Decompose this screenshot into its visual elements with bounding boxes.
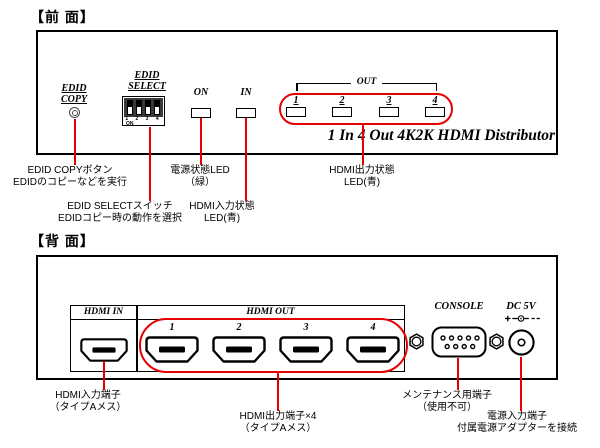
power-led-label: ON xyxy=(193,87,209,98)
edid-copy-button-center xyxy=(71,109,78,116)
callout-hdmi-in: HDMI入力端子 （タイプAメス） xyxy=(49,390,127,413)
hex-nut-icon xyxy=(409,333,424,350)
dip-slider-3 xyxy=(145,100,151,115)
hdmi-out-header: HDMI OUT xyxy=(246,306,295,317)
edid-copy-button xyxy=(69,107,80,118)
callout-line-hdmi-out xyxy=(277,372,279,411)
dip-switch-body xyxy=(124,98,163,117)
dc-polarity-icon xyxy=(505,315,540,322)
callout-line-edid-select xyxy=(149,127,151,201)
callout-power-in: 電源入力端子 付属電源アダプターを接続 xyxy=(457,411,577,434)
callout-edid-copy: EDID COPYボタン EDIDのコピーなどを実行 xyxy=(13,165,127,188)
edid-select-dip-switch: 1 2 3 4 ON xyxy=(122,96,165,127)
hex-nut-icon xyxy=(489,333,504,350)
dc-power-jack xyxy=(508,329,535,356)
hdmi-in-header: HDMI IN xyxy=(83,306,124,317)
out-bracket: OUT xyxy=(296,77,437,91)
dip-slider-1 xyxy=(127,100,133,115)
callout-output-led: HDMI出力状態 LED(青) xyxy=(329,165,395,188)
hdmi-in-port xyxy=(80,338,128,362)
edid-copy-label: EDID COPY xyxy=(60,83,88,105)
console-label: CONSOLE xyxy=(434,301,484,312)
edid-select-label: EDID SELECT xyxy=(128,70,166,92)
dip-on-label: ON xyxy=(126,121,134,127)
out-leds-highlight-ellipse xyxy=(279,93,453,125)
plate-column-divider xyxy=(136,306,138,371)
hdmi-out-highlight-ellipse xyxy=(139,318,408,373)
callout-line-edid-copy xyxy=(74,119,76,165)
back-section-label: 【背 面】 xyxy=(30,233,95,249)
input-led xyxy=(236,108,256,118)
dip-slider-2 xyxy=(136,100,142,115)
device-title: 1 In 4 Out 4K2K HDMI Distributor xyxy=(327,127,555,144)
callout-line-input-led xyxy=(245,118,247,201)
callout-line-power-led xyxy=(200,118,202,165)
power-led xyxy=(191,108,211,118)
callout-input-led: HDMI入力状態 LED(青) xyxy=(189,201,255,224)
callout-power-led: 電源状態LED （緑） xyxy=(170,165,230,188)
input-led-label: IN xyxy=(240,87,252,98)
console-port xyxy=(431,326,487,358)
out-bracket-label: OUT xyxy=(356,77,377,87)
dc-5v-label: DC 5V xyxy=(506,301,536,312)
callout-line-console xyxy=(457,358,459,390)
dip-slider-4 xyxy=(154,100,160,115)
callout-console: メンテナンス用端子 （使用不可） xyxy=(402,390,492,413)
callout-line-hdmi-in xyxy=(103,361,105,390)
callout-edid-select: EDID SELECTスイッチ EDIDコピー時の動作を選択 xyxy=(58,201,182,224)
dip-numbers-label: 1 2 3 4 xyxy=(125,116,162,122)
callout-hdmi-out: HDMI出力端子×4 （タイプAメス） xyxy=(239,411,317,434)
callout-line-output-led xyxy=(362,125,364,165)
callout-line-power-in xyxy=(520,357,522,411)
front-section-label: 【前 面】 xyxy=(30,9,95,25)
